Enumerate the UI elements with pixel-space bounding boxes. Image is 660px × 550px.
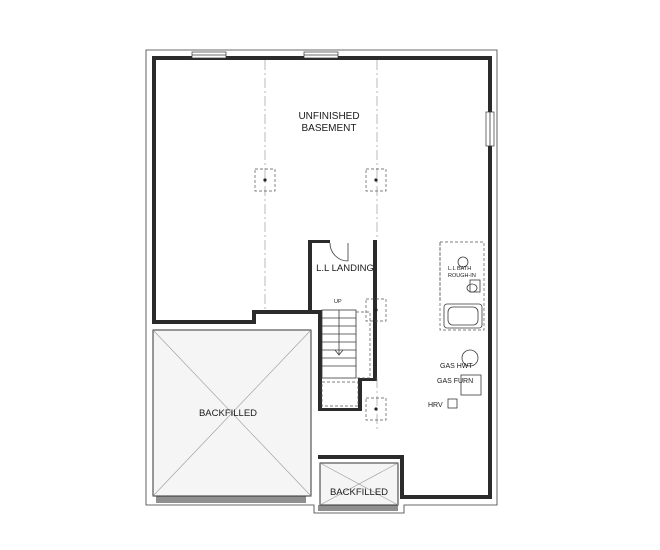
backfilled-small-label: BACKFILLED — [330, 487, 388, 498]
hrv-label: HRV — [428, 402, 443, 409]
foundation-outline — [145, 49, 498, 514]
landing-label: L.L LANDING — [316, 263, 374, 274]
water-heater-label: GAS HWT — [440, 363, 473, 370]
bath-label-line1: L.L BATH — [448, 266, 471, 272]
column-footings — [254, 168, 387, 421]
backfilled-area-main — [152, 329, 312, 497]
foundation-strip-small — [318, 505, 398, 511]
backfilled-main-label: BACKFILLED — [199, 408, 257, 419]
unfinished-basement-label-line1: UNFINISHED — [298, 111, 359, 122]
foundation-strip-main — [156, 496, 306, 503]
hrv-symbol — [447, 398, 458, 409]
windows — [191, 51, 495, 147]
stair-up-label: UP — [334, 299, 342, 305]
bath-label-line2: ROUGH-IN — [448, 273, 476, 279]
landing-door-swing — [329, 242, 349, 262]
bath-rough-in — [439, 241, 485, 331]
stair-treads — [321, 309, 371, 407]
furnace-symbol — [460, 374, 482, 396]
furnace-label: GAS FURN — [437, 378, 473, 385]
beam-center-lines — [264, 60, 378, 430]
unfinished-basement-label-line2: BASEMENT — [301, 123, 356, 134]
water-heater-symbol — [461, 349, 479, 367]
backfilled-area-small — [319, 462, 399, 506]
